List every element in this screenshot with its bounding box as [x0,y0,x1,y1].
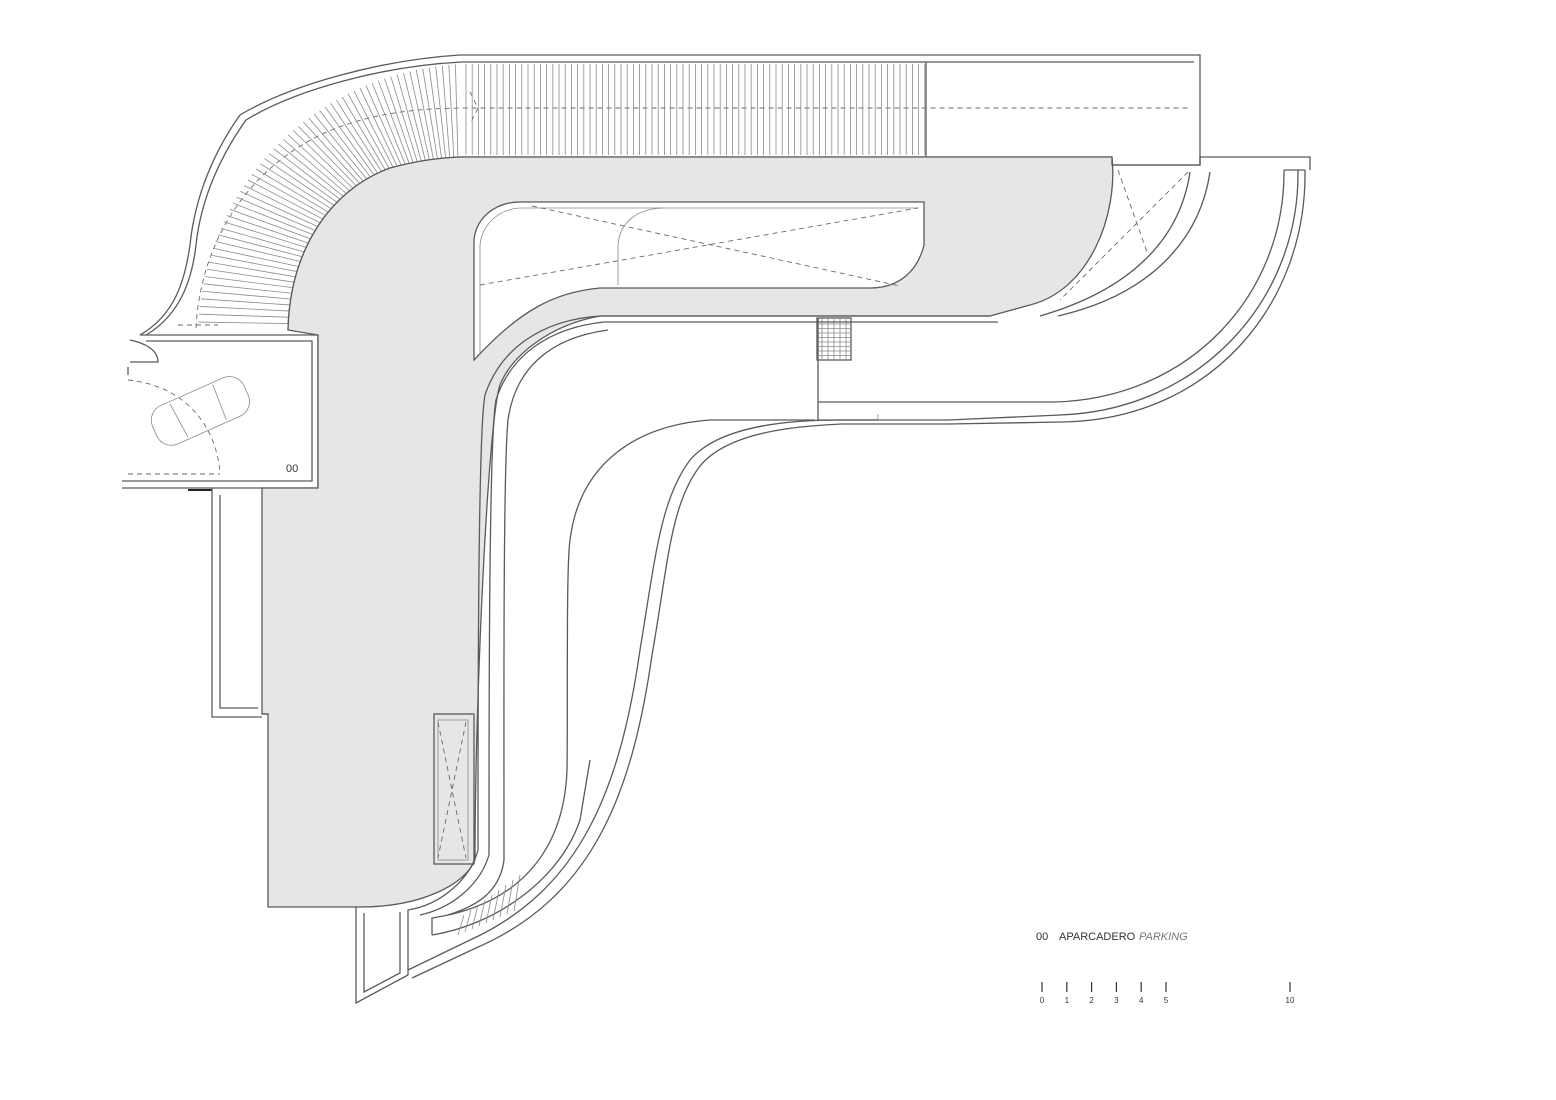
scale-tick-label: 5 [1164,996,1169,1005]
elevator-shaft [433,713,475,865]
straight-stair-treads [465,64,926,155]
scale-tick-label: 4 [1139,996,1144,1005]
scale-tick-label: 10 [1286,996,1295,1005]
scale-tick-label: 1 [1065,996,1070,1005]
drawing-caption: 00 APARCADERO PARKING [1036,931,1188,943]
left-light-well [211,488,268,718]
upper-ramp [139,54,1201,336]
sweeping-ramp-walls [355,315,998,1005]
caption-title: APARCADERO [1059,931,1136,943]
room-code-label: 00 [286,463,298,475]
caption-code: 00 [1036,931,1048,943]
entrance-area: 00 [122,334,319,491]
scale-tick-label: 0 [1040,996,1045,1005]
scale-bar: 0 1 2 3 4 5 10 [1040,982,1295,1005]
floor-void [473,201,925,362]
small-stair [816,317,852,361]
scale-tick-label: 3 [1114,996,1119,1005]
car-outline-icon [150,376,250,446]
curved-stair-treads [198,64,459,324]
scale-tick-label: 2 [1089,996,1094,1005]
caption-subtitle: PARKING [1139,931,1188,943]
bottom-stair [457,874,521,936]
